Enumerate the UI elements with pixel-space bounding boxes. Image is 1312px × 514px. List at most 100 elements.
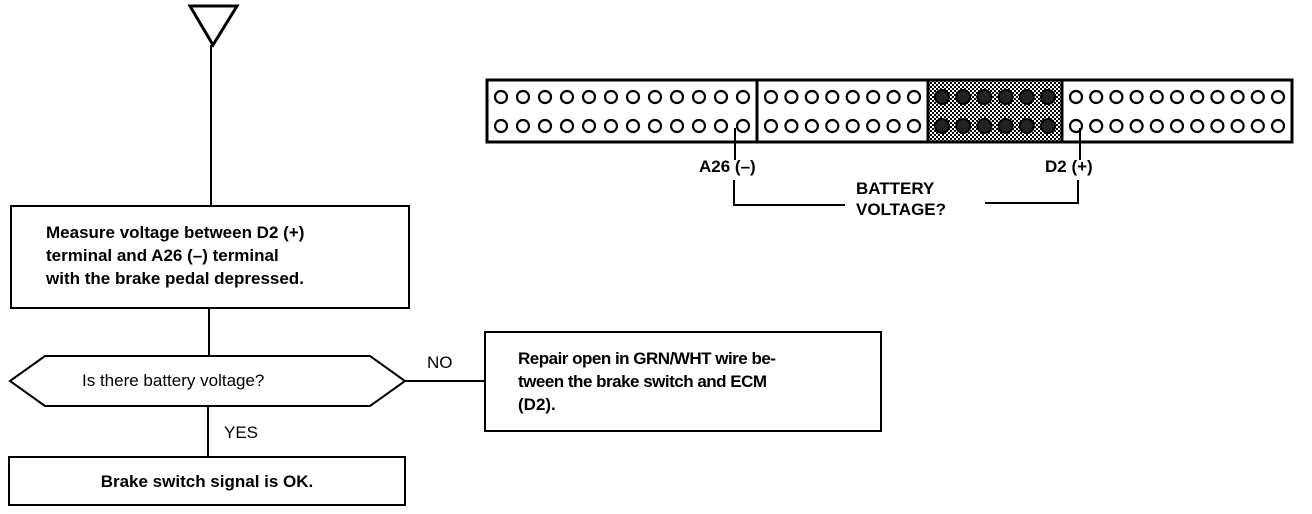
- flow-start-triangle-icon: [187, 4, 240, 48]
- repair-result-line: tween the brake switch and ECM: [518, 372, 767, 391]
- terminal-negative-label: A26 (–): [699, 157, 756, 176]
- terminal-positive-label: D2 (+): [1045, 157, 1093, 176]
- connector-pin: [1190, 118, 1205, 134]
- connector-pin: [825, 89, 840, 105]
- connector-pin: [955, 89, 972, 105]
- ok-result-box: Brake switch signal is OK.: [8, 456, 406, 506]
- connector-pin: [493, 118, 509, 134]
- connector-pin: [1270, 118, 1286, 134]
- connector-pin: [1089, 118, 1104, 134]
- connector-pin: [886, 118, 901, 134]
- connector-pin: [603, 118, 619, 134]
- connector-pin: [906, 118, 922, 134]
- measure-step-line: Measure voltage between D2 (+): [46, 223, 305, 242]
- battery-voltage-question: BATTERY VOLTAGE?: [856, 178, 946, 220]
- connector-pin: [804, 89, 819, 105]
- connector-pin: [845, 118, 860, 134]
- measure-step-box: Measure voltage between D2 (+) terminal …: [10, 205, 410, 309]
- connector-pin: [559, 118, 575, 134]
- connector-pin: [763, 89, 779, 105]
- connector-pin: [1109, 118, 1124, 134]
- connector-pin: [1250, 118, 1265, 134]
- connector-pin: [1109, 89, 1124, 105]
- connector-pin: [1169, 89, 1185, 105]
- yes-label: YES: [224, 423, 259, 442]
- connector-pin: [1149, 89, 1164, 105]
- connector-pin: [515, 118, 531, 134]
- connector-pin: [1129, 118, 1144, 134]
- connector-pin: [713, 89, 729, 105]
- connector-pin: [625, 118, 641, 134]
- connector-pin: [515, 89, 531, 105]
- connector-pin: [866, 118, 881, 134]
- connector-pin: [1169, 118, 1185, 134]
- connector-pin: [1190, 89, 1205, 105]
- decision-shape: [8, 355, 407, 407]
- connector-pin: [997, 118, 1014, 134]
- connector-pin: [1230, 89, 1245, 105]
- no-label: NO: [427, 353, 453, 372]
- connector-pin: [669, 89, 685, 105]
- measure-step-line: with the brake pedal depressed.: [46, 269, 304, 288]
- ok-result-text: Brake switch signal is OK.: [100, 472, 314, 491]
- connector-pin: [691, 118, 707, 134]
- connector-pin: [669, 118, 685, 134]
- bracket-line-left: [733, 180, 845, 206]
- connector-pin: [845, 89, 860, 105]
- connector-pin: [1210, 118, 1225, 134]
- connector-pin: [1230, 118, 1245, 134]
- connector-pin: [934, 89, 950, 105]
- decision-text: Is there battery voltage?: [82, 371, 265, 390]
- connector-pin: [1040, 118, 1056, 134]
- connector-pin: [537, 118, 553, 134]
- ecm-connector: [485, 78, 1294, 144]
- connector-pin: [1129, 89, 1144, 105]
- connector-pin: [955, 118, 972, 134]
- connector-pin: [647, 89, 663, 105]
- repair-result-box: Repair open in GRN/WHT wire be- tween th…: [484, 331, 882, 432]
- connector-section-C: [926, 78, 1064, 144]
- connector-pin: [493, 89, 509, 105]
- connector-pin: [581, 89, 597, 105]
- connector-pin: [735, 118, 751, 134]
- connector-pin: [976, 89, 993, 105]
- question-line: VOLTAGE?: [856, 200, 947, 219]
- connector-pin: [784, 118, 799, 134]
- connector-pin: [906, 89, 922, 105]
- connector-pin: [1068, 89, 1084, 105]
- connector-pin: [625, 89, 641, 105]
- connector-pin: [997, 89, 1014, 105]
- connector-pin: [866, 89, 881, 105]
- connector-pin: [886, 89, 901, 105]
- connector-pin: [1210, 89, 1225, 105]
- question-line: BATTERY: [856, 179, 935, 198]
- connector-section-A: [485, 78, 759, 144]
- connector-pin: [1089, 89, 1104, 105]
- connector-pin: [603, 89, 619, 105]
- connector-pin: [804, 118, 819, 134]
- connector-pin: [1250, 89, 1265, 105]
- connector-pin: [1018, 118, 1035, 134]
- connector-section-B: [755, 78, 930, 144]
- connector-pin: [691, 89, 707, 105]
- connector-pin: [825, 118, 840, 134]
- connector-pin: [1040, 89, 1056, 105]
- connector-pin: [763, 118, 779, 134]
- connector-pin: [784, 89, 799, 105]
- repair-result-line: Repair open in GRN/WHT wire be-: [518, 349, 776, 368]
- repair-result-line: (D2).: [518, 395, 556, 414]
- connector-pin: [559, 89, 575, 105]
- connector-pin: [713, 118, 729, 134]
- connector-pin: [976, 118, 993, 134]
- connector-pin: [934, 118, 950, 134]
- connector-pin: [1018, 89, 1035, 105]
- connector-pin: [647, 118, 663, 134]
- measure-step-line: terminal and A26 (–) terminal: [46, 246, 279, 265]
- connector-pin: [1149, 118, 1164, 134]
- connector-pin: [581, 118, 597, 134]
- bracket-line-right: [985, 180, 1079, 204]
- connector-pin: [1270, 89, 1286, 105]
- connector-pin: [735, 89, 751, 105]
- connector-pin: [537, 89, 553, 105]
